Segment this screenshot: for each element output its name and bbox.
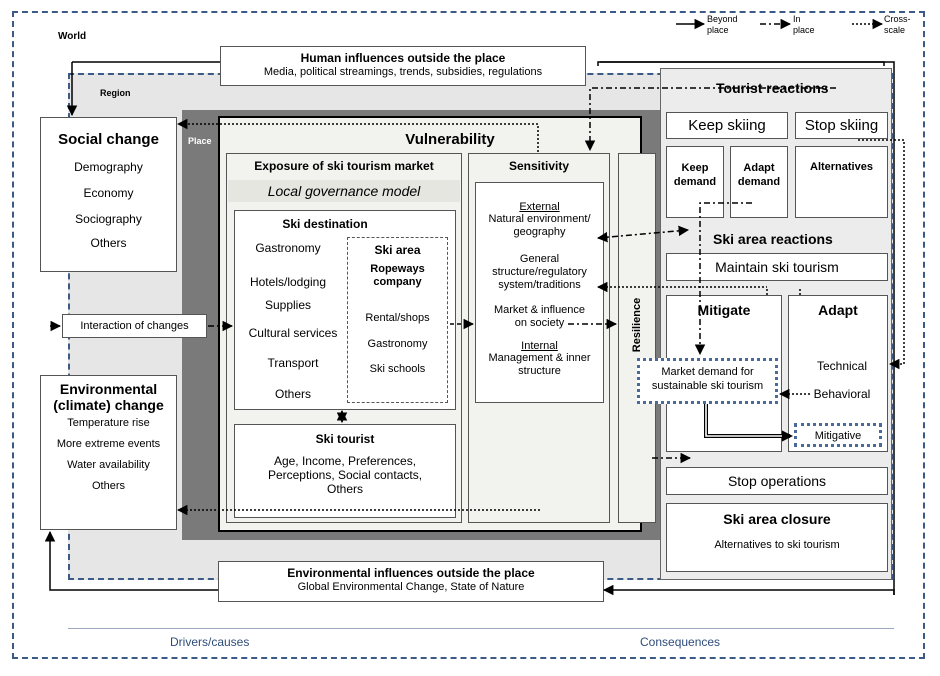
destination-item: Gastronomy	[255, 241, 321, 255]
human-influences-box: Human influences outside the place Media…	[220, 46, 586, 86]
world-frame	[12, 11, 925, 659]
legend-beyond-label: Beyond place	[707, 14, 738, 35]
mitigative-box: Mitigative	[794, 423, 882, 447]
env-item: More extreme events	[56, 438, 161, 450]
legend-cross-label: Cross- scale	[884, 14, 911, 35]
keep-demand-box: Keep demand	[666, 146, 724, 218]
legend-in-label: In place	[793, 14, 815, 35]
interaction-box: Interaction of changes	[62, 314, 207, 338]
adapt-label: Adapt	[818, 302, 858, 318]
ski-area-company: Ropeways company	[370, 263, 425, 288]
region-label: Region	[100, 88, 131, 98]
footer-line	[68, 628, 894, 629]
resilience-label: Resilience	[631, 297, 643, 353]
sensitivity-external: External	[519, 201, 560, 213]
social-item: Demography	[74, 160, 143, 174]
sensitivity-inner-box: External Natural environment/ geography …	[475, 182, 604, 403]
mitigate-label: Mitigate	[697, 302, 751, 318]
keep-demand-label: Keep demand	[673, 162, 717, 188]
ski-area-item: Gastronomy	[367, 338, 428, 350]
env-item: Others	[91, 480, 125, 492]
human-influences-title: Human influences outside the place	[300, 51, 506, 65]
env-influences-text: Global Environmental Change, State of Na…	[297, 581, 525, 593]
alternatives-label: Alternatives	[810, 161, 873, 173]
tourist-reactions-title: Tourist reactions	[716, 80, 829, 96]
destination-item: Supplies	[264, 298, 312, 312]
env-change-box: Environmental (climate) change Temperatu…	[40, 375, 177, 530]
maintain-label: Maintain ski tourism	[715, 259, 839, 275]
sensitivity-market: Market & influence on society	[493, 304, 586, 329]
closure-title: Ski area closure	[723, 511, 831, 527]
env-item: Water availability	[67, 459, 150, 471]
exposure-title: Exposure of ski tourism market	[254, 159, 434, 173]
closure-box: Ski area closure Alternatives to ski tou…	[666, 503, 888, 572]
technical-label: Technical	[816, 359, 868, 373]
ski-area-box: Ski area Ropeways company Rental/shops G…	[347, 237, 448, 403]
destination-item: Transport	[267, 356, 319, 370]
sensitivity-internal: Internal	[521, 340, 558, 352]
ski-area-item: Ski schools	[369, 363, 426, 375]
behavioral-label: Behavioral	[813, 387, 871, 401]
local-governance-band: Local governance model	[228, 180, 460, 202]
keep-skiing-box: Keep skiing	[666, 112, 788, 139]
mitigative-label: Mitigative	[814, 430, 862, 442]
destination-item: Cultural services	[248, 326, 338, 340]
stop-skiing-box: Stop skiing	[795, 112, 888, 139]
world-label: World	[58, 31, 87, 42]
legend: Beyond place In place Cross- scale	[675, 14, 925, 44]
env-change-title-1: Environmental	[59, 381, 158, 397]
sensitivity-external-text: Natural environment/ geography	[488, 213, 591, 238]
human-influences-text: Media, political streamings, trends, sub…	[263, 66, 543, 78]
vulnerability-title: Vulnerability	[405, 131, 495, 148]
adapt-demand-box: Adapt demand	[730, 146, 788, 218]
env-influences-box: Environmental influences outside the pla…	[218, 561, 604, 602]
stop-skiing-label: Stop skiing	[804, 117, 879, 134]
alternatives-box: Alternatives	[795, 146, 888, 218]
ski-area-title: Ski area	[374, 243, 421, 257]
ski-destination-title: Ski destination	[282, 217, 368, 231]
footer-drivers: Drivers/causes	[170, 635, 250, 649]
adapt-demand-label: Adapt demand	[737, 162, 781, 188]
ski-tourist-box: Ski tourist Age, Income, Preferences, Pe…	[234, 424, 456, 518]
stop-operations-box: Stop operations	[666, 467, 888, 495]
social-change-box: Social change Demography Economy Sociogr…	[40, 117, 177, 272]
env-item: Temperature rise	[67, 417, 150, 429]
env-influences-title: Environmental influences outside the pla…	[287, 566, 535, 580]
interaction-label: Interaction of changes	[80, 320, 189, 332]
ski-area-reactions-title: Ski area reactions	[713, 231, 833, 247]
closure-text: Alternatives to ski tourism	[714, 539, 840, 551]
sensitivity-general: General structure/regulatory system/trad…	[492, 253, 587, 291]
sensitivity-internal-text: Management & inner structure	[488, 352, 591, 377]
ski-tourist-title: Ski tourist	[315, 432, 375, 446]
ski-tourist-text: Age, Income, Preferences, Perceptions, S…	[267, 454, 423, 496]
social-item: Economy	[83, 186, 134, 200]
env-change-title-2: (climate) change	[53, 397, 164, 413]
destination-item: Others	[274, 387, 311, 401]
resilience-box: Resilience	[618, 153, 656, 523]
social-item: Others	[90, 236, 127, 250]
ski-area-item: Rental/shops	[365, 312, 430, 324]
footer-consequences: Consequences	[640, 635, 721, 649]
social-change-title: Social change	[58, 131, 159, 148]
social-item: Sociography	[75, 212, 142, 226]
maintain-box: Maintain ski tourism	[666, 253, 888, 281]
place-label: Place	[188, 136, 212, 146]
destination-item: Hotels/lodging	[249, 275, 327, 289]
market-demand-box: Market demand for sustainable ski touris…	[637, 358, 778, 404]
market-demand-label: Market demand for sustainable ski touris…	[651, 366, 764, 392]
sensitivity-title: Sensitivity	[508, 159, 570, 173]
keep-skiing-label: Keep skiing	[688, 117, 766, 134]
local-governance-label: Local governance model	[267, 183, 421, 199]
stop-operations-label: Stop operations	[727, 473, 827, 489]
